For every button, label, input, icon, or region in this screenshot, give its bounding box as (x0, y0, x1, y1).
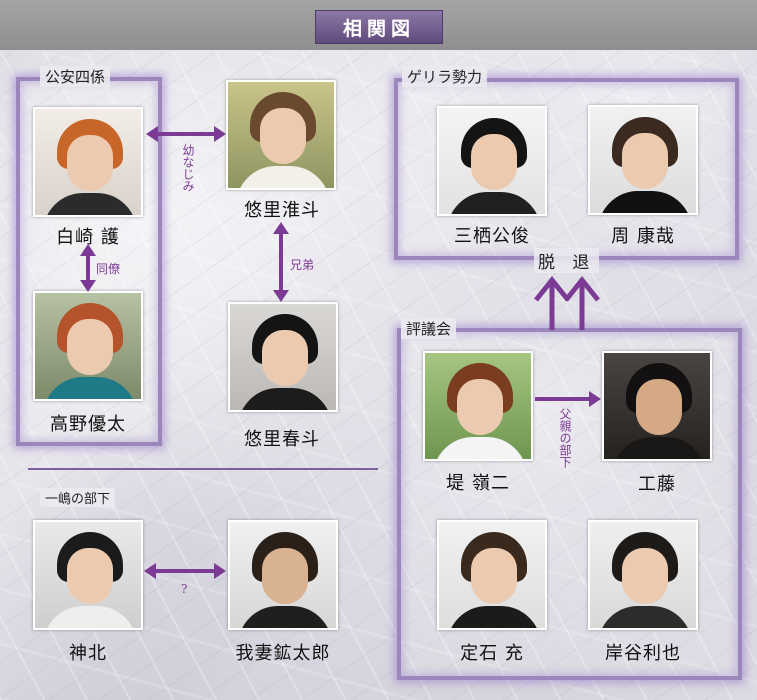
arrow-fathers-subordinate (535, 397, 591, 401)
group-koan-label: 公安四係 (40, 66, 110, 87)
photo-kudo (602, 351, 712, 461)
photo-takano (33, 291, 143, 401)
photo-kishitani (588, 520, 698, 630)
section-divider (28, 468, 378, 470)
label-childhood: 幼なじみ (181, 144, 195, 192)
name-yuri-junto: 悠里淮斗 (217, 196, 347, 222)
name-takano: 高野優太 (23, 410, 153, 436)
photo-yuri-junto (226, 80, 336, 190)
name-tsutsumi: 堤 嶺二 (413, 469, 543, 495)
name-kishitani: 岸谷利也 (578, 639, 708, 665)
page-title: 相関図 (315, 10, 443, 44)
name-kudo: 工藤 (592, 470, 722, 496)
arrow-unknown (154, 569, 216, 573)
name-wagatsuma: 我妻鉱太郎 (218, 639, 348, 665)
withdrawal-arrows (530, 268, 610, 332)
label-fathers-subordinate: 父親の部下 (558, 408, 572, 468)
photo-kamikita (33, 520, 143, 630)
label-brothers: 兄弟 (290, 258, 314, 272)
name-mitsuki: 三栖公俊 (427, 222, 557, 248)
title-bar: 相関図 (0, 0, 757, 50)
photo-sadaishi (437, 520, 547, 630)
group-council-label: 評議会 (401, 318, 456, 339)
photo-shu (588, 105, 698, 215)
photo-yuri-haruto (228, 302, 338, 412)
photo-mitsuki (437, 106, 547, 216)
name-yuri-haruto: 悠里春斗 (217, 425, 347, 451)
label-colleague: 同僚 (96, 262, 120, 276)
photo-wagatsuma (228, 520, 338, 630)
group-kashima-label: 一嶋の部下 (40, 488, 115, 507)
group-guerrilla-label: ゲリラ勢力 (402, 66, 487, 87)
withdrawal-label: 脱 退 (534, 248, 599, 273)
label-unknown: ? (181, 582, 187, 596)
name-sadaishi: 定石 充 (427, 639, 557, 665)
arrow-brothers (279, 232, 283, 292)
arrow-childhood (156, 132, 216, 136)
photo-shirasaki (33, 107, 143, 217)
photo-tsutsumi (423, 351, 533, 461)
name-shu: 周 康哉 (578, 222, 708, 248)
name-kamikita: 神北 (23, 639, 153, 665)
arrow-colleague (86, 254, 90, 282)
